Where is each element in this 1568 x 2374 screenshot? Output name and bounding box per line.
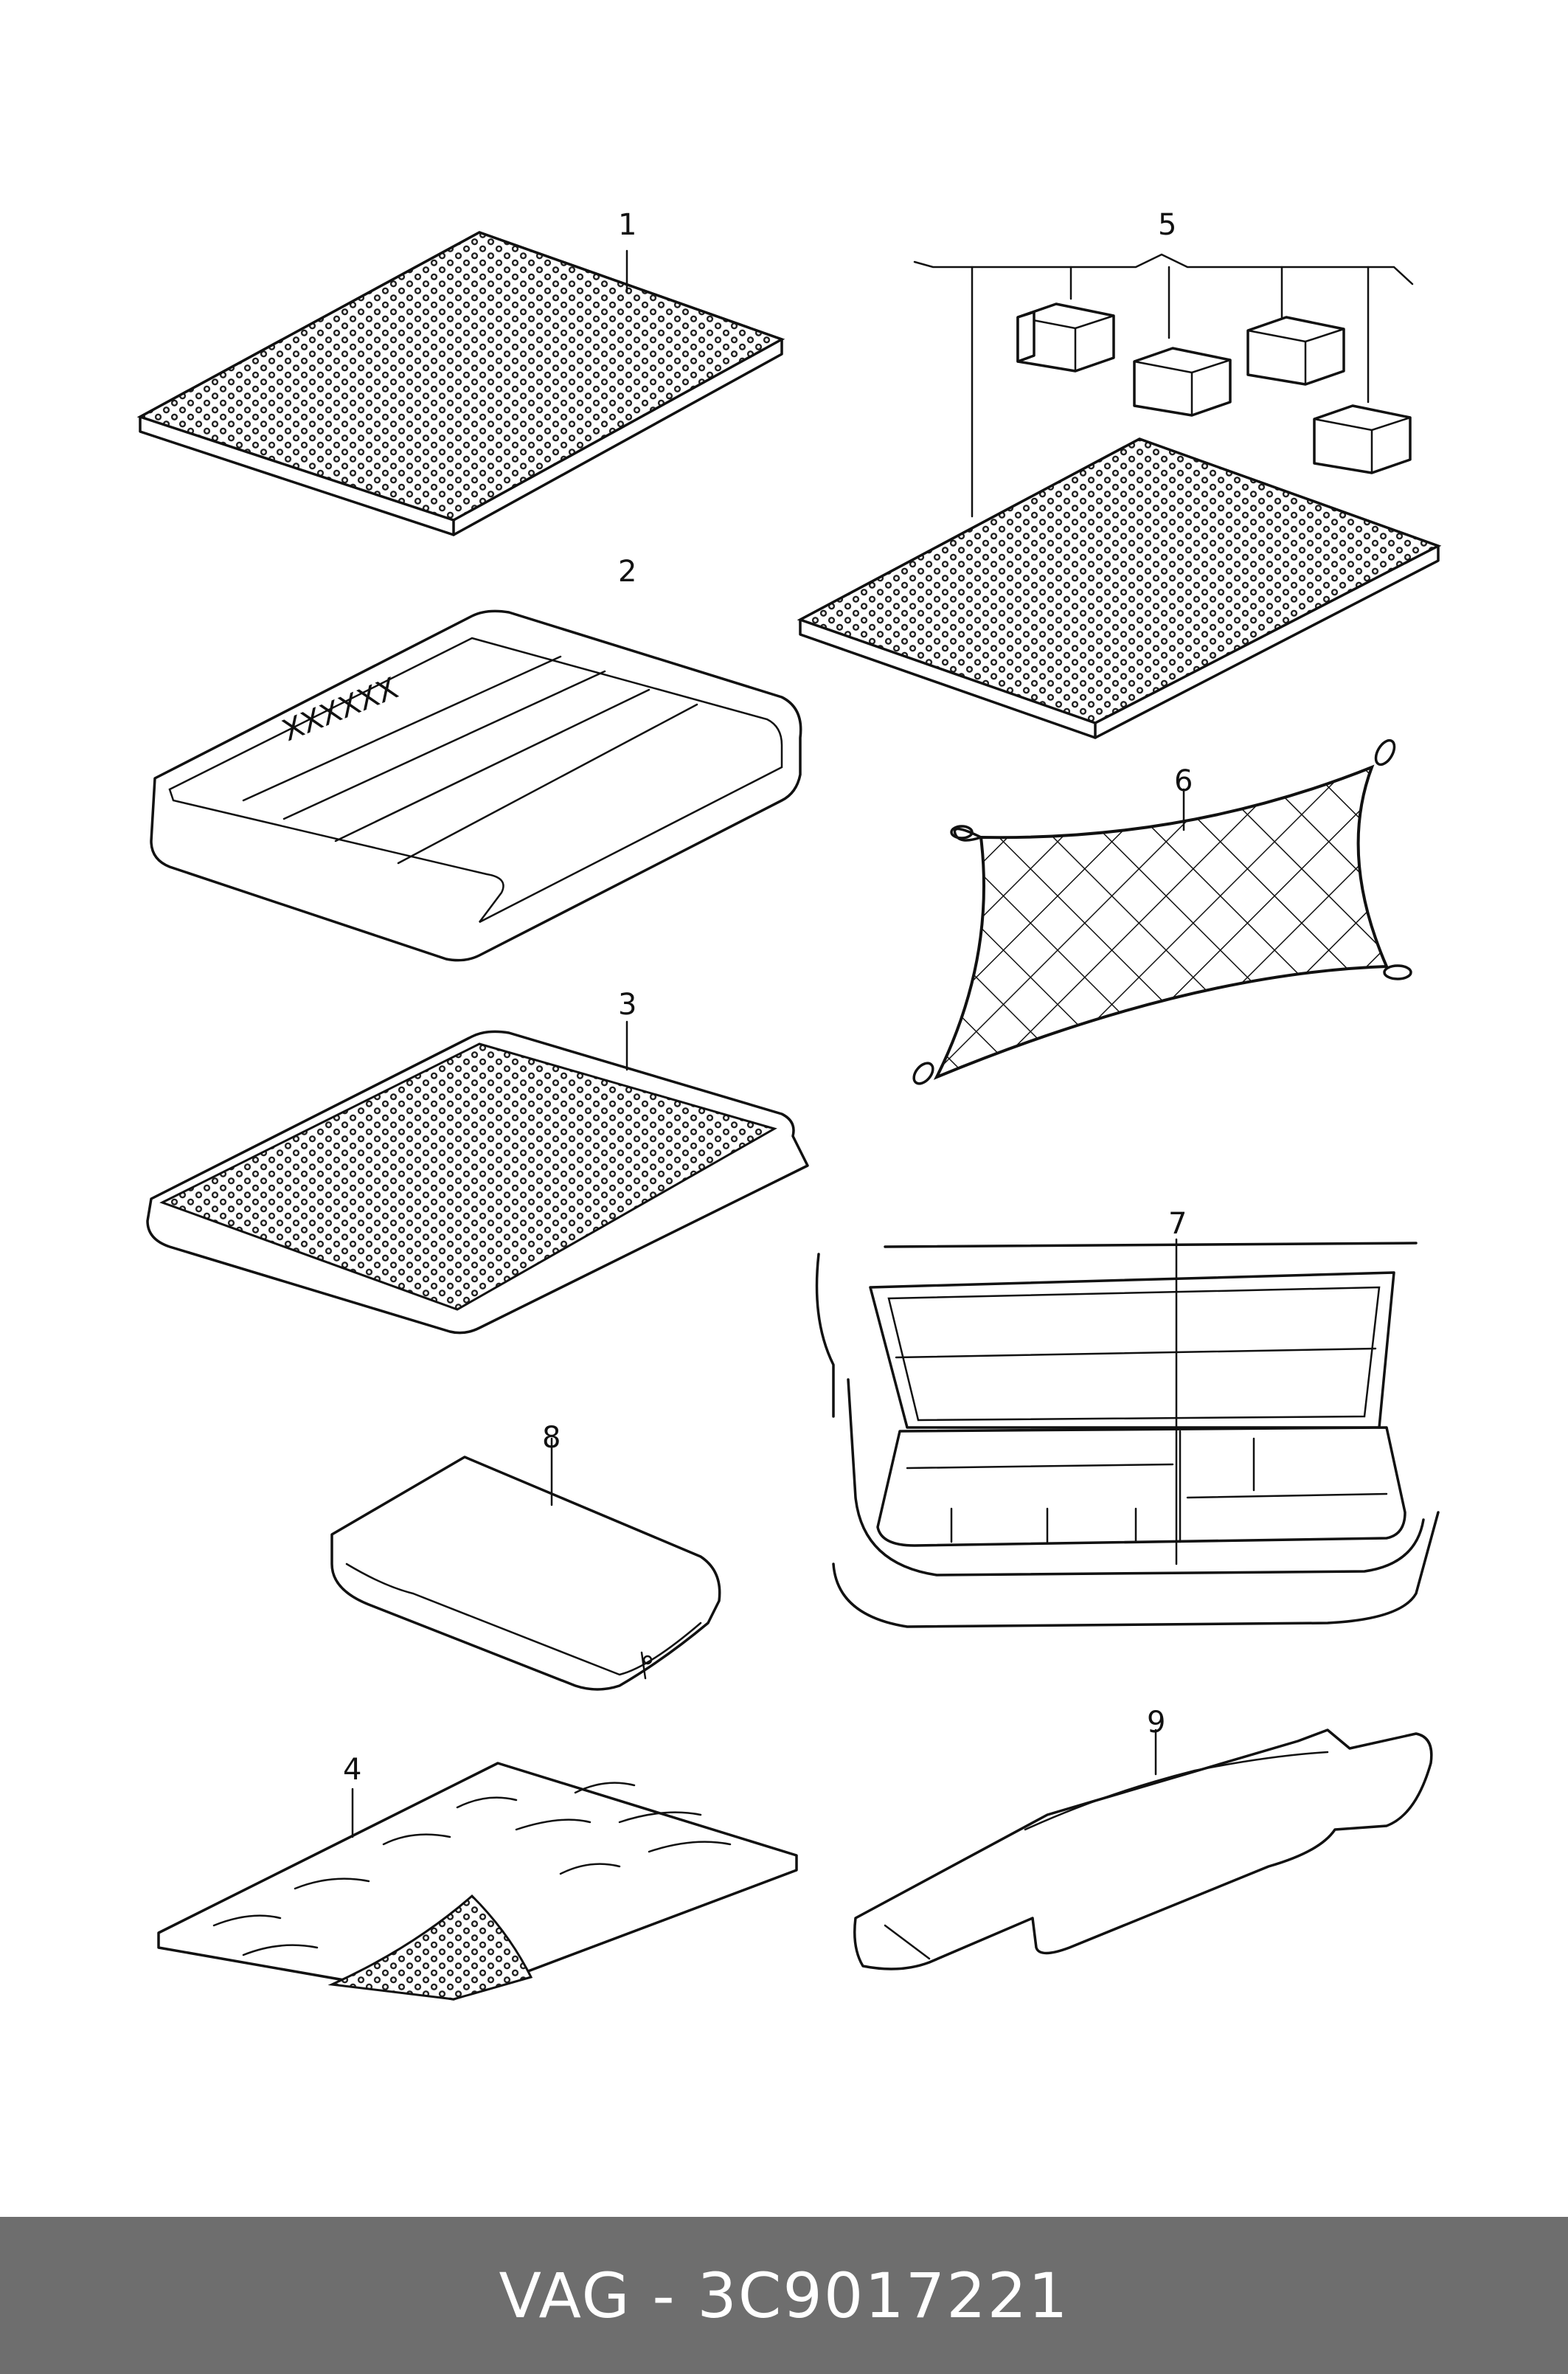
callout-4: 4 <box>343 1753 361 1787</box>
parts-diagram: XXXXXX <box>136 208 1442 2001</box>
holder-b <box>1133 347 1232 417</box>
part-3-mat-tray-rubber <box>146 1020 809 1335</box>
callout-9: 9 <box>1147 1706 1165 1740</box>
holder-c <box>1246 316 1345 386</box>
part-2-trunk-tray: XXXXXX <box>150 609 802 962</box>
part-6-cargo-net <box>912 738 1412 1085</box>
holder-d <box>1313 404 1412 474</box>
part-9-foam-insert <box>853 1728 1433 1970</box>
callout-2: 2 <box>618 555 636 589</box>
part-5-mat-with-holders <box>797 253 1442 739</box>
callout-3: 3 <box>618 988 636 1022</box>
callout-6: 6 <box>1174 764 1193 798</box>
callout-8: 8 <box>542 1421 561 1455</box>
callout-1: 1 <box>618 208 636 242</box>
part-1-rubber-mat <box>136 231 785 536</box>
part-7-trunk-organizer <box>815 1238 1440 1628</box>
part-number-label: VAG - 3C9017221 <box>499 2259 1069 2332</box>
part-number-banner: VAG - 3C9017221 <box>0 2217 1568 2374</box>
part-8-storage-bag <box>330 1437 721 1691</box>
callout-7: 7 <box>1168 1207 1187 1241</box>
part-4-reversible-mat <box>157 1762 798 2001</box>
holder-a <box>1016 302 1115 373</box>
callout-5: 5 <box>1158 208 1176 242</box>
